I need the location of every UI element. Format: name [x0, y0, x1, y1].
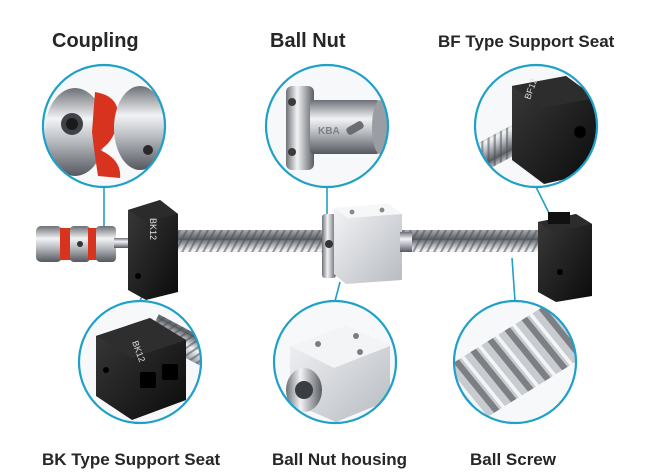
callout-circle-ball-nut: [264, 63, 390, 189]
callout-circle-bf-support: [473, 63, 599, 189]
callout-circle-bk-support: [77, 299, 203, 425]
label-bf-support-seat: BF Type Support Seat: [438, 32, 615, 51]
nut-brand-engraving: KBA: [318, 126, 340, 137]
ball-screw-assembly: BK12: [36, 200, 592, 302]
callout-circle-ball-nut-housing: [272, 299, 398, 425]
ball-nut-housing-closeup: [274, 301, 396, 423]
bk-engraving: BK12: [148, 218, 158, 240]
label-ball-nut-housing: Ball Nut housing: [272, 450, 408, 469]
label-ball-nut: Ball Nut: [270, 30, 346, 52]
label-coupling: Coupling: [52, 30, 139, 52]
ball-nut-closeup: KBA: [266, 65, 388, 187]
label-bk-support-seat: BK Type Support Seat: [42, 450, 221, 469]
bk-support-closeup: BK12: [79, 301, 201, 423]
callout-circle-ball-screw: [452, 299, 578, 425]
bf-support-part: [538, 212, 592, 302]
bf-support-closeup: BF12: [475, 65, 597, 187]
coupling-closeup: [43, 65, 165, 187]
coupling-part: [36, 226, 116, 262]
ball-nut-housing-part: [322, 204, 412, 284]
bk-support-part: BK12: [128, 200, 178, 300]
callout-circle-coupling: [41, 63, 167, 189]
ball-screw-closeup: [454, 301, 576, 423]
label-ball-screw: Ball Screw: [470, 450, 556, 469]
